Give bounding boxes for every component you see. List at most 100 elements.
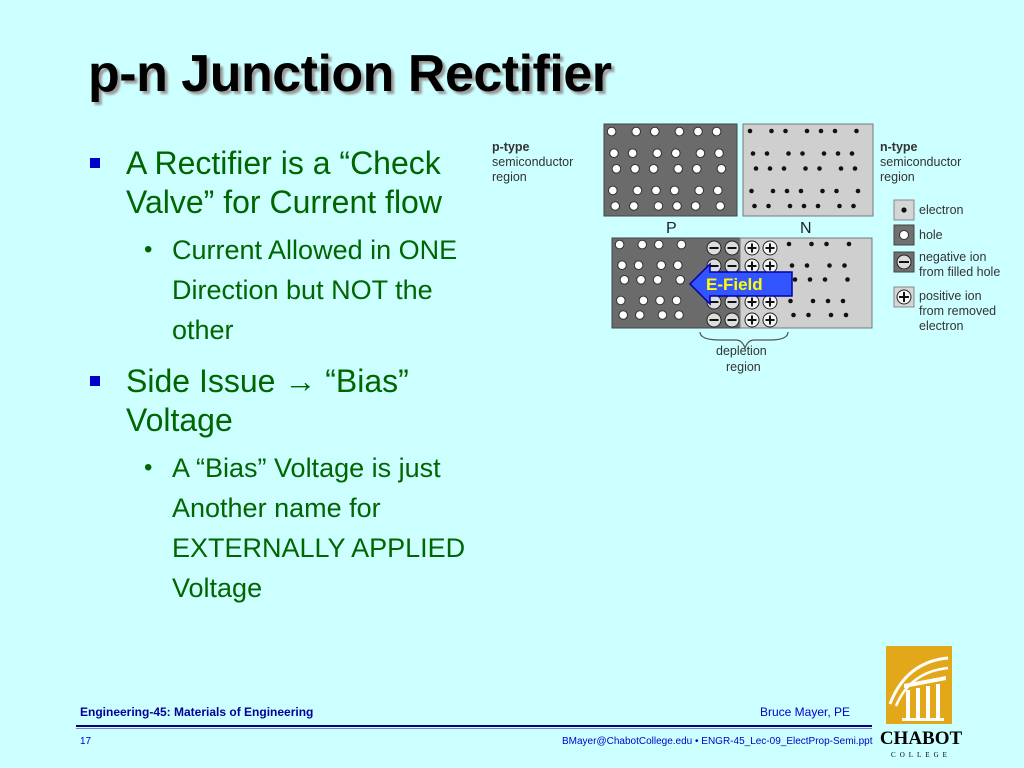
hole xyxy=(694,185,704,196)
hole xyxy=(611,164,622,174)
legend-neg-ion-2: from filled hole xyxy=(919,265,1000,279)
electron xyxy=(815,203,821,209)
electron xyxy=(801,203,807,209)
hole xyxy=(631,126,641,137)
depletion-label-1: depletion xyxy=(716,344,767,358)
electron xyxy=(786,241,792,247)
electron xyxy=(807,277,813,282)
hole xyxy=(614,239,625,250)
hole xyxy=(673,260,683,270)
hole xyxy=(715,201,725,211)
logo-subtitle: COLLEGE xyxy=(891,751,951,759)
hole xyxy=(616,295,626,306)
electron xyxy=(834,188,839,194)
dot-bullet-icon: • xyxy=(144,236,153,263)
positive-ion xyxy=(744,258,760,274)
electron xyxy=(822,277,828,282)
electron xyxy=(784,188,790,194)
hole xyxy=(636,275,646,285)
electron xyxy=(804,263,810,268)
dot-bullet-icon: • xyxy=(144,454,153,481)
sub-bullet-bias-voltage: • A “Bias” Voltage is just Another name … xyxy=(88,448,468,608)
legend-electron: electron xyxy=(919,203,964,217)
hole xyxy=(606,126,617,137)
electron xyxy=(766,203,771,209)
electron xyxy=(770,188,776,194)
electrons-bottom xyxy=(786,241,852,318)
bullet-list: A Rectifier is a “Check Valve” for Curre… xyxy=(88,144,468,620)
negative-ion xyxy=(724,294,740,310)
bullet-side-issue: Side Issue → “Bias” Voltage xyxy=(88,362,468,440)
hole xyxy=(619,275,630,285)
electron xyxy=(851,203,856,209)
electron xyxy=(764,151,770,156)
efield-arrow: E-Field xyxy=(688,262,793,306)
hole xyxy=(655,295,665,306)
hole xyxy=(656,260,666,270)
positive-ion xyxy=(762,240,778,256)
electron xyxy=(791,312,796,318)
electron xyxy=(800,151,805,156)
hole xyxy=(629,201,639,211)
hole xyxy=(713,185,723,196)
electron xyxy=(842,263,847,268)
negative-ion xyxy=(724,240,740,256)
holes-bottom xyxy=(614,239,687,320)
hole xyxy=(672,201,682,211)
legend-neg-ion-1: negative ion xyxy=(919,250,986,264)
electron xyxy=(821,151,827,156)
electron xyxy=(803,166,808,171)
ptype-sub2: region xyxy=(492,170,527,184)
ntype-sub1: semiconductor xyxy=(880,155,961,169)
negative-ion xyxy=(724,312,740,328)
electron xyxy=(804,128,810,134)
electrons-top xyxy=(747,128,861,209)
hole xyxy=(654,239,664,250)
positive-ion xyxy=(744,312,760,328)
electron xyxy=(855,188,861,194)
hole xyxy=(652,148,662,159)
hole xyxy=(627,148,638,159)
footer-filename: BMayer@ChabotCollege.edu • ENGR-45_Lec-0… xyxy=(562,736,873,747)
negative-ion xyxy=(706,240,722,256)
hole xyxy=(671,295,682,306)
electron xyxy=(810,298,816,304)
depletion-label-2: region xyxy=(726,360,761,374)
square-bullet-icon xyxy=(90,158,100,168)
electron xyxy=(837,203,842,209)
electron xyxy=(788,298,793,304)
hole xyxy=(690,201,701,211)
sub-bullet-current-allowed: • Current Allowed in ONE Direction but N… xyxy=(88,230,468,350)
hole xyxy=(674,126,685,137)
hole xyxy=(635,310,645,320)
hole xyxy=(637,239,647,250)
electron xyxy=(806,312,811,318)
electron xyxy=(840,298,846,304)
hole xyxy=(676,239,687,250)
negative-ion xyxy=(706,312,722,328)
electron xyxy=(835,151,841,156)
electron xyxy=(846,241,852,247)
hole xyxy=(652,275,663,285)
footer-course: Engineering-45: Materials of Engineering xyxy=(80,705,314,719)
footer-author: Bruce Mayer, PE xyxy=(760,705,851,719)
n-letter: N xyxy=(800,220,812,237)
hole xyxy=(617,260,627,270)
hole xyxy=(675,275,685,285)
bullet-rectifier: A Rectifier is a “Check Valve” for Curre… xyxy=(88,144,468,222)
hole xyxy=(638,295,649,306)
electron xyxy=(747,128,753,134)
footer-divider-shadow xyxy=(76,728,872,729)
electron xyxy=(849,151,855,156)
electron xyxy=(769,128,774,134)
electron xyxy=(845,277,850,282)
hole xyxy=(673,164,683,174)
footer-divider xyxy=(76,725,872,727)
positive-ion xyxy=(744,240,760,256)
hole xyxy=(610,201,620,211)
hole xyxy=(693,126,703,137)
positive-ion xyxy=(762,312,778,328)
electron xyxy=(852,166,858,171)
logo-name: CHABOT xyxy=(879,728,963,749)
hole xyxy=(618,310,628,320)
